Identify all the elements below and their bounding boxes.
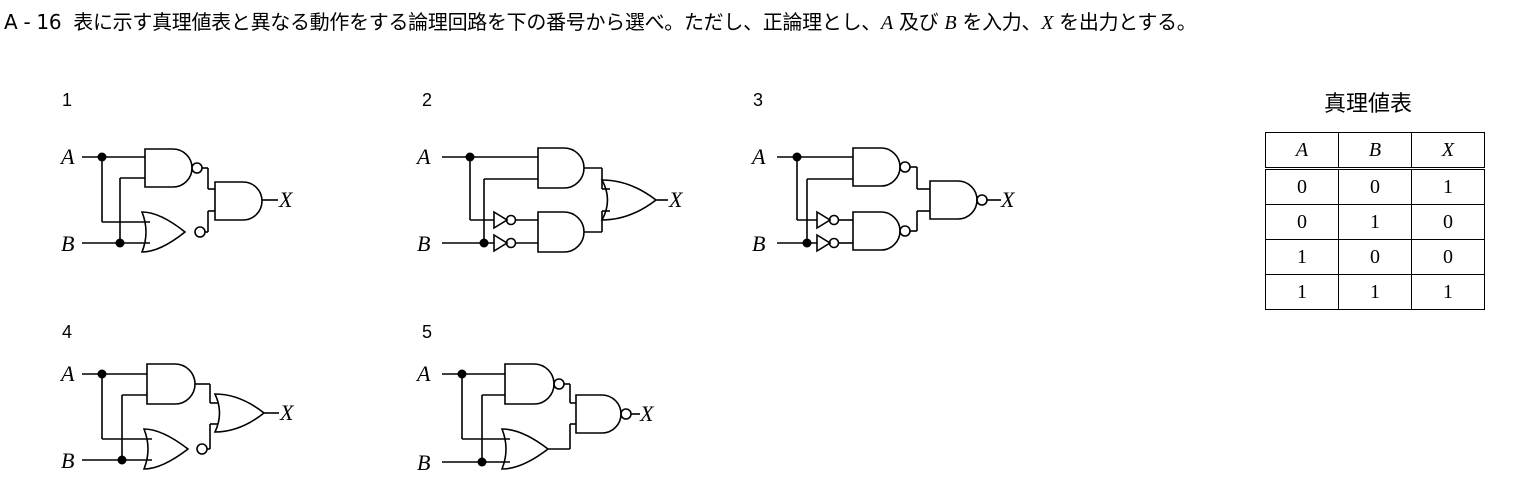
circuit-3-output: X [1000,187,1016,212]
circuit-3-number: 3 [753,90,764,110]
circuit-1-input-a: A [59,144,75,169]
circuit-5-diagram[interactable]: A B X [410,352,690,482]
truth-table-header-x: X [1411,132,1485,170]
circuit-4-input-b: B [61,448,74,473]
truth-table-row: 0 1 0 [1265,204,1485,240]
truth-table-cell: 0 [1411,204,1485,240]
question-text-1: 表に示す真理値表と異なる動作をする論理回路を下の番号から選べ。ただし、正論理とし… [73,10,881,34]
truth-table-row: 1 0 0 [1265,239,1485,275]
truth-table-cell: 0 [1411,239,1485,275]
circuit-5-number: 5 [422,322,433,342]
question-var-a: A [880,12,893,34]
truth-table-cell: 1 [1338,274,1412,310]
circuit-5-input-b: B [417,450,430,475]
question-var-b: B [944,12,957,34]
circuit-2-input-a: A [415,144,431,169]
circuit-1-input-b: B [61,231,74,256]
circuit-4-output: X [279,400,295,425]
truth-table: A B X 0 0 1 0 1 0 1 0 0 1 1 1 [1265,132,1485,310]
circuit-4-number: 4 [62,322,73,342]
truth-table-row: 0 0 1 [1265,168,1485,205]
question-number: A - 16 [4,10,62,34]
truth-table-cell: 1 [1265,239,1339,275]
truth-table-row: 1 1 1 [1265,274,1485,310]
circuit-1-diagram[interactable]: A B X [50,130,330,270]
circuit-4-diagram[interactable]: A B X [50,352,330,482]
truth-table-cell: 0 [1338,239,1412,275]
circuit-3-input-b: B [752,231,765,256]
truth-table-cell: 0 [1265,204,1339,240]
truth-table-cell: 1 [1338,204,1412,240]
circuit-2-output: X [668,187,684,212]
truth-table-header-a: A [1265,132,1339,170]
question-text-2: 及び [892,10,945,34]
truth-table-title: 真理値表 [1324,92,1413,117]
circuit-1-output: X [278,187,294,212]
circuit-5-output: X [639,401,655,426]
circuit-1-number: 1 [62,90,73,110]
question-var-x: X [1041,12,1054,34]
circuit-2-input-b: B [417,231,430,256]
question-text-4: を出力とする。 [1053,10,1197,34]
truth-table-header-b: B [1338,132,1412,170]
truth-table-header-row: A B X [1265,132,1485,170]
truth-table-cell: 1 [1265,274,1339,310]
circuit-2-number: 2 [422,90,433,110]
circuit-3-diagram[interactable]: A B X [745,130,1045,270]
truth-table-cell: 1 [1411,168,1485,205]
truth-table-cell: 0 [1265,168,1339,205]
question-text-3: を入力、 [956,10,1042,34]
truth-table-cell: 1 [1411,274,1485,310]
question-text: A - 16 表に示す真理値表と異なる動作をする論理回路を下の番号から選べ。ただし… [4,6,1197,35]
circuit-2-diagram[interactable]: A B X [410,130,710,270]
circuit-3-input-a: A [750,144,766,169]
circuit-4-input-a: A [59,361,75,386]
circuit-5-input-a: A [415,361,431,386]
truth-table-cell: 0 [1338,168,1412,205]
